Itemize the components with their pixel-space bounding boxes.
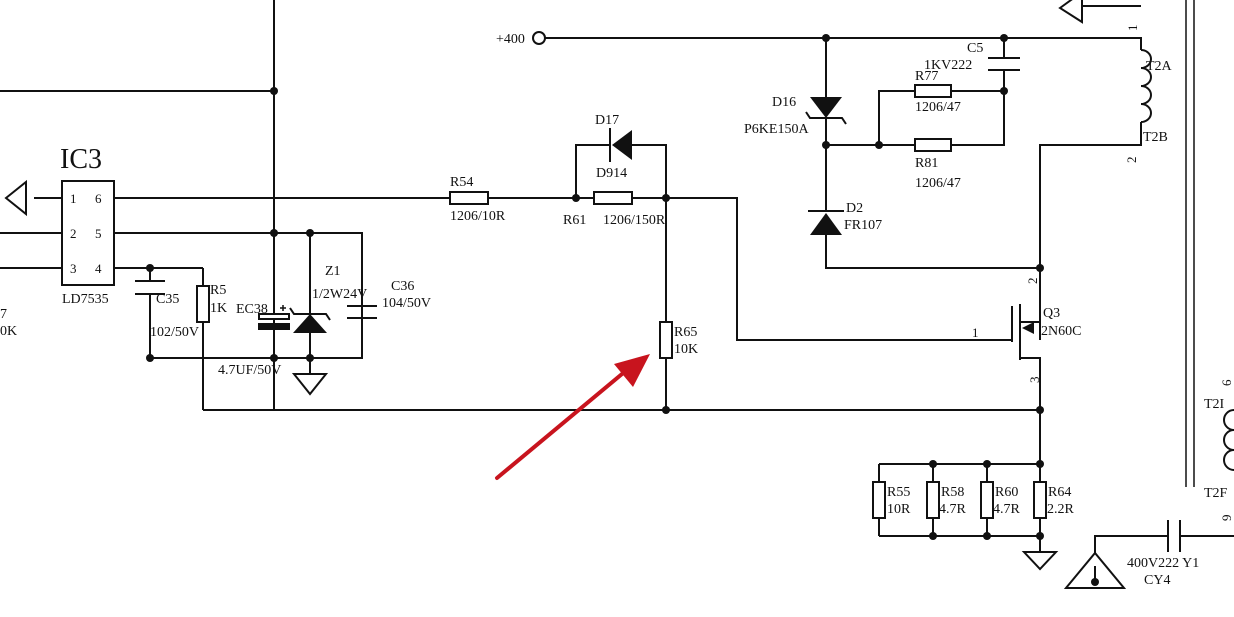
d2-ref: D2: [846, 201, 863, 216]
q3-pin-gate: 1: [972, 325, 979, 340]
c35-ref: C35: [156, 292, 179, 307]
left-signal-arrow-icon: [4, 179, 58, 217]
r54-value: 1206/10R: [450, 209, 506, 224]
r60-ref: R60: [995, 485, 1018, 500]
capacitor-c35: C35 102/50V: [135, 280, 199, 340]
ic3-pin-2: 2: [70, 226, 77, 241]
t2a-label: T2A: [1146, 59, 1173, 74]
ic3-chip: IC3 LD7535 1 6 2 5 3 4: [60, 144, 115, 307]
c5-value: 1KV222: [924, 58, 972, 73]
supply-label: +400: [496, 32, 525, 47]
r81-ref: R81: [915, 156, 938, 171]
t2-pin-6: 6: [1219, 379, 1234, 386]
diode-d2: D2 FR107: [808, 201, 882, 235]
cutoff-label-bottom: 0K: [0, 324, 17, 339]
r77-value: 1206/47: [915, 100, 961, 115]
feedback-arrow-icon: [1058, 0, 1141, 24]
t2f-label: T2F: [1204, 486, 1228, 501]
d16-value: P6KE150A: [744, 122, 809, 137]
c36-ref: C36: [391, 279, 414, 294]
ground-icon: [291, 373, 329, 396]
mosfet-q3: Q3 2N60C 1 2 3: [972, 278, 1081, 384]
q3-pin-drain: 2: [1025, 278, 1040, 285]
r5-ref: R5: [210, 283, 226, 298]
junctions: [146, 34, 1044, 540]
resistor-r54: R54 1206/10R: [449, 175, 506, 224]
resistor-r77: R77 1206/47: [914, 69, 961, 115]
capacitor-c5: C5 1KV222: [924, 41, 1020, 73]
r61-value: 1206/150R: [603, 213, 666, 228]
t2-pin-1: 1: [1125, 25, 1140, 32]
ic3-part-label: LD7535: [62, 292, 109, 307]
r81-value: 1206/47: [915, 176, 961, 191]
supply-terminal: +400: [496, 31, 546, 47]
t2b-label: T2B: [1143, 130, 1168, 145]
capacitor-y1: 400V222 Y1 CY4: [1127, 520, 1199, 588]
c5-ref: C5: [967, 41, 983, 56]
ic3-pin-4: 4: [95, 261, 102, 276]
capacitor-c36: C36 104/50V: [347, 279, 431, 319]
resistor-r81: R81 1206/47: [914, 138, 961, 191]
resistor-r60: R60 4.7R: [980, 481, 1021, 519]
q3-pin-source: 3: [1027, 377, 1042, 384]
transformer-t2: T2A T2B T2I T2F 1 2 6 9: [1124, 0, 1234, 521]
d17-value: D914: [596, 166, 627, 181]
t2i-label: T2I: [1204, 397, 1225, 412]
ic3-label: IC3: [60, 144, 102, 175]
resistor-r55: R55 10R: [872, 481, 911, 519]
ground-icon: [1021, 551, 1059, 571]
cy4-label: CY4: [1144, 573, 1170, 588]
c35-value: 102/50V: [150, 325, 199, 340]
ic3-pin-6: 6: [95, 191, 102, 206]
t2-pin-2: 2: [1124, 157, 1139, 164]
d17-ref: D17: [595, 113, 619, 128]
c36-value: 104/50V: [382, 296, 431, 311]
resistor-r65: R65 10K: [659, 321, 698, 359]
r61-ref: R61: [563, 213, 586, 228]
r65-ref: R65: [674, 325, 697, 340]
r58-value: 4.7R: [939, 502, 967, 517]
r64-ref: R64: [1048, 485, 1071, 500]
r60-value: 4.7R: [993, 502, 1021, 517]
r64-value: 2.2R: [1047, 502, 1075, 517]
q3-value: 2N60C: [1041, 324, 1081, 339]
d2-value: FR107: [844, 218, 882, 233]
diode-d17: D17 D914: [595, 113, 632, 181]
q3-ref: Q3: [1043, 306, 1060, 321]
r77-ref: R77: [915, 69, 938, 84]
earth-ground-icon: [1063, 551, 1127, 589]
y1-label: 400V222 Y1: [1127, 556, 1199, 571]
t2-pin-9: 9: [1219, 515, 1234, 522]
ic3-pin-3: 3: [70, 261, 77, 276]
annotation-arrow: [495, 354, 650, 480]
ec38-value: 4.7UF/50V: [218, 363, 281, 378]
resistor-r5: R5 1K: [196, 283, 227, 323]
ic3-pin-5: 5: [95, 226, 102, 241]
resistor-r58: R58 4.7R: [926, 481, 967, 519]
r55-ref: R55: [887, 485, 910, 500]
cutoff-label-top: 7: [0, 307, 7, 322]
r55-value: 10R: [887, 502, 911, 517]
r54-ref: R54: [450, 175, 473, 190]
wires: [0, 0, 1234, 553]
ic3-pin-1: 1: [70, 191, 77, 206]
resistor-r61: R61 1206/150R: [563, 191, 666, 228]
resistor-r64: R64 2.2R: [1033, 481, 1075, 519]
d16-ref: D16: [772, 95, 796, 110]
capacitor-ec38: EC38 4.7UF/50V: [218, 302, 290, 378]
z1-ref: Z1: [325, 264, 341, 279]
zener-z1: Z1 1/2W24V: [289, 264, 367, 333]
z1-value: 1/2W24V: [312, 287, 367, 302]
r5-value: 1K: [210, 301, 227, 316]
r65-value: 10K: [674, 342, 698, 357]
r58-ref: R58: [941, 485, 964, 500]
ec38-ref: EC38: [236, 302, 268, 317]
diode-d16: D16 P6KE150A: [744, 95, 847, 137]
